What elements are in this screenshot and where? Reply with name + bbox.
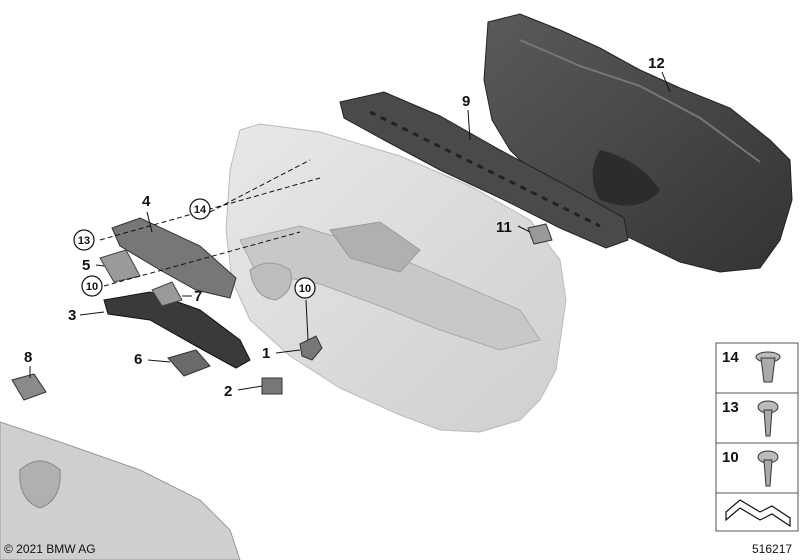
circled-callout-13: 13 [78,235,90,247]
legend-row-13 [715,392,799,444]
sound-insulation-pad [483,13,793,273]
door-panel-fragment [0,421,241,560]
expanding-rivet-icon [755,351,781,383]
cover-part-7 [151,281,183,307]
callout-3: 3 [68,307,76,324]
legend-row-14 [715,342,799,394]
cover-part-5 [99,249,141,283]
circled-callout-10b-ring [294,277,316,299]
carrier-rail [339,91,629,249]
circled-callout-14: 14 [194,204,207,216]
callout-12: 12 [648,55,665,72]
legend-row-10 [715,442,799,494]
screw-10-icon [757,450,779,487]
circled-callout-10a-ring [81,275,103,297]
door-speaker-pocket [249,262,292,301]
assembly-symbol-icon [725,499,791,528]
callout-2: 2 [224,383,232,400]
cover-part-6 [167,349,211,377]
legend-number-13: 13 [722,399,739,416]
pad-ridge [519,39,761,163]
legend-number-10: 10 [722,449,739,466]
callout-7: 7 [194,288,202,305]
circled-callout-13-ring [73,229,95,251]
legend-number-14: 14 [722,349,739,366]
circled-callout-10a: 10 [86,281,98,293]
door-handle-recess [329,221,421,273]
diagram-number: 516217 [752,542,792,556]
door-panel-fragment-detail [19,460,61,509]
switch-bezel-carrier [111,217,237,299]
callout-8: 8 [24,349,32,366]
clip-part-11 [527,223,553,245]
fastener-legend: 14 13 10 [715,342,799,532]
pad-recess [592,150,660,206]
circled-callout-10b: 10 [299,283,311,295]
clip-part-1 [299,335,323,361]
callout-6: 6 [134,351,142,368]
block-part-2 [261,377,283,395]
handle-part-8 [11,373,47,401]
callout-4: 4 [142,193,151,210]
callout-1: 1 [262,345,270,362]
callout-5: 5 [82,257,90,274]
copyright-text: © 2021 BMW AG [4,542,96,556]
screw-13-icon [757,400,779,437]
circled-callout-14-ring [189,198,211,220]
callout-9: 9 [462,93,470,110]
callout-11: 11 [496,219,512,236]
